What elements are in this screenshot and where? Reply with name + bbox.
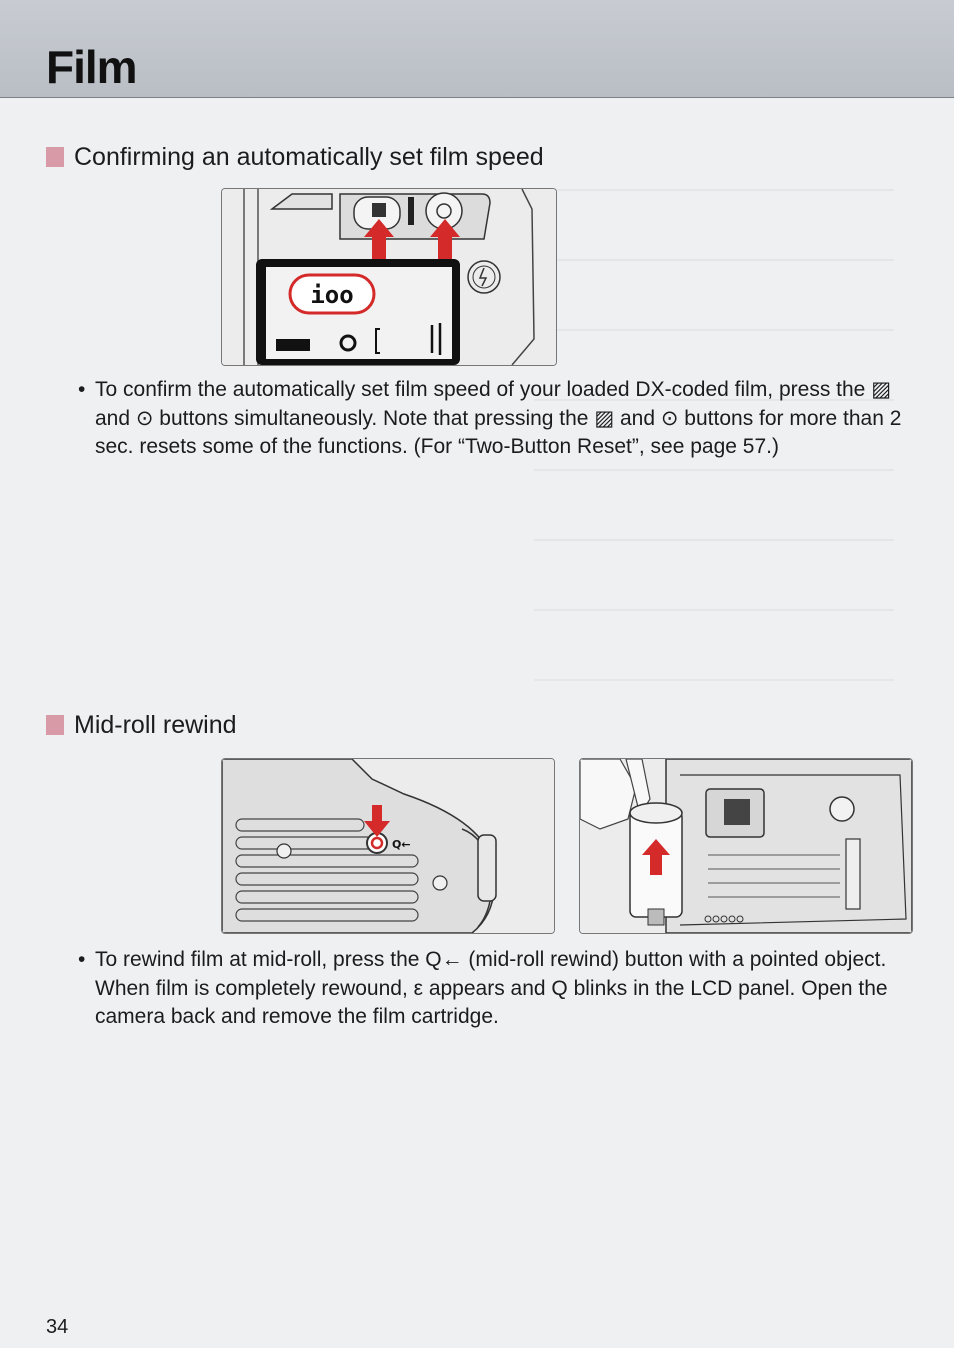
red-arrow-icon xyxy=(364,805,390,837)
header-band: Film xyxy=(0,0,954,98)
red-arrow-icon xyxy=(430,219,460,259)
bullet-dot: • xyxy=(78,378,86,401)
section-heading-mid-roll-rewind: Mid-roll rewind xyxy=(46,711,237,740)
lcd-film-speed-value: ioo xyxy=(310,281,353,309)
red-arrow-icon xyxy=(642,839,670,875)
rewind-button-label: Q← xyxy=(392,838,411,851)
bullet-mid-roll-rewind: • To rewind film at mid-roll, press the … xyxy=(78,946,916,1032)
section-heading-label: Confirming an automatically set film spe… xyxy=(74,143,544,171)
red-arrow-icon xyxy=(364,219,394,259)
bullet-film-speed-text: To confirm the automatically set film sp… xyxy=(95,378,902,458)
section-marker xyxy=(46,147,64,167)
section-marker xyxy=(46,715,64,735)
bullet-mid-roll-rewind-text: To rewind film at mid-roll, press the Q←… xyxy=(95,948,888,1028)
rewind-button-illustration: Q← xyxy=(221,758,555,934)
section-heading-film-speed: Confirming an automatically set film spe… xyxy=(46,143,544,172)
page-title: Film xyxy=(46,41,138,93)
show-through-background xyxy=(534,189,894,681)
bullet-film-speed: • To confirm the automatically set film … xyxy=(78,376,908,462)
film-speed-illustration: ioo xyxy=(221,188,557,366)
remove-cartridge-illustration xyxy=(579,758,913,934)
bullet-dot: • xyxy=(78,948,86,971)
section-heading-label: Mid-roll rewind xyxy=(74,711,237,739)
page-number: 34 xyxy=(46,1316,69,1338)
